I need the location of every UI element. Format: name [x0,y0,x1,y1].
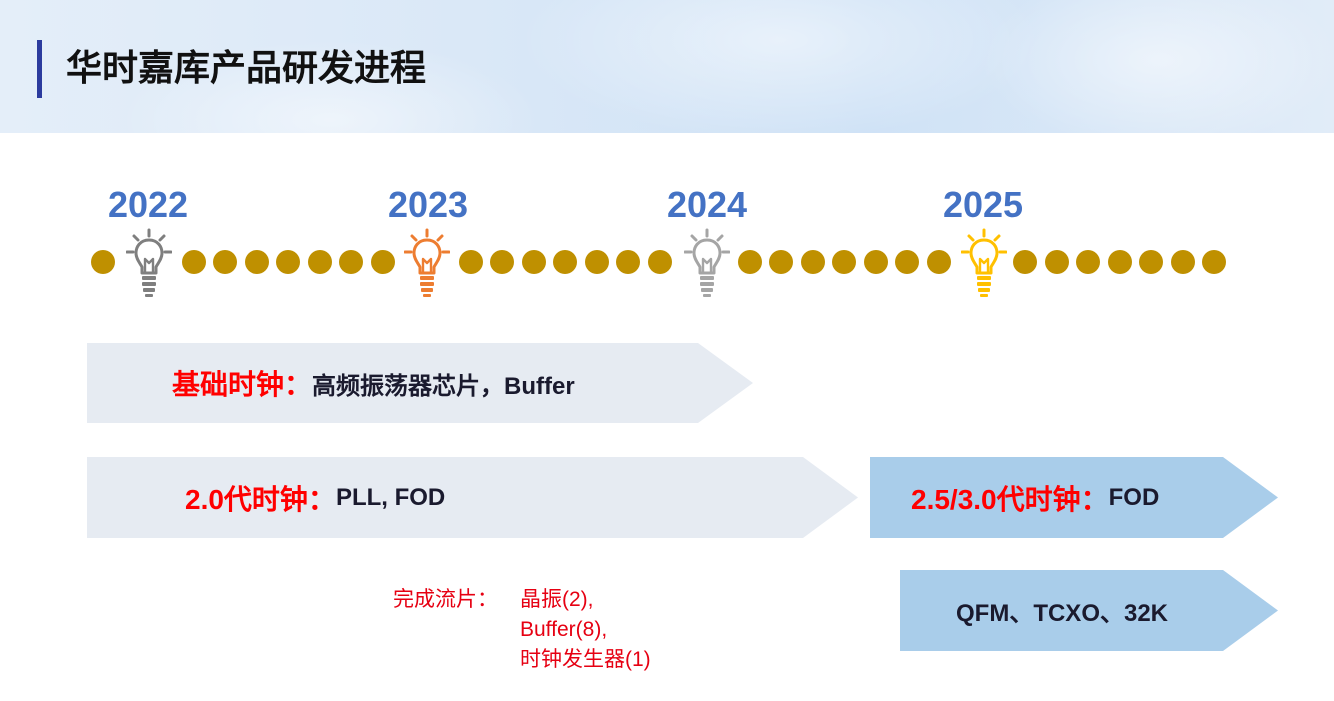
timeline-dot [339,250,363,274]
timeline-dot [371,250,395,274]
timeline-dot [213,250,237,274]
header-banner [0,0,1334,133]
year-2025: 2025 [942,184,1024,225]
timeline-dot [864,250,888,274]
year-2024: 2024 [666,184,748,225]
timeline-dot [832,250,856,274]
timeline-dot [1013,250,1037,274]
timeline-dot [308,250,332,274]
arrow-gen25-clock: 2.5/3.0代时钟： FOD [870,457,1278,538]
arrow-basic-clock: 基础时钟： 高频振荡器芯片，Buffer [87,343,753,423]
timeline-dot [616,250,640,274]
timeline-dot [1139,250,1163,274]
timeline-dot [1108,250,1132,274]
timeline-dot [91,250,115,274]
timeline-dot [276,250,300,274]
timeline-dot [459,250,483,274]
timeline-dot [927,250,951,274]
timeline-dot [769,250,793,274]
timeline-dot [1202,250,1226,274]
lightbulb-icon [684,228,730,297]
timeline-dot [490,250,514,274]
timeline-dot [522,250,546,274]
timeline-dot [585,250,609,274]
lightbulb-icon [404,228,450,297]
timeline-dot [801,250,825,274]
timeline-dot [245,250,269,274]
timeline-dot [1076,250,1100,274]
year-2023: 2023 [387,184,469,225]
title-accent-bar [37,40,42,98]
timeline-dot [182,250,206,274]
timeline-dot [648,250,672,274]
tapeout-note-label: 完成流片： [393,588,498,611]
page-title: 华时嘉库产品研发进程 [66,47,427,88]
arrow-text: FOD [1108,483,1160,511]
timeline-dot [1171,250,1195,274]
timeline-dot [1045,250,1069,274]
lightbulb-icon [126,228,172,297]
arrow-text: 高频振荡器芯片，Buffer [312,372,575,400]
timeline-dot [895,250,919,274]
arrow-text: QFM、TCXO、32K [956,600,1169,627]
timeline-dot [738,250,762,274]
lightbulb-icon [961,228,1007,297]
arrow-text: PLL, FOD [335,483,446,511]
arrow-qfm-tcxo: QFM、TCXO、32K [900,570,1278,651]
arrow-gen2-clock: 2.0代时钟： PLL, FOD [87,457,858,538]
tapeout-note-line: 时钟发生器(1) [520,648,651,671]
arrow-label: 2.5/3.0代时钟： [911,483,1109,515]
arrow-label: 基础时钟： [172,369,313,400]
year-2022: 2022 [107,184,189,225]
tapeout-note-line: Buffer(8), [520,618,608,641]
arrow-label: 2.0代时钟： [185,483,336,515]
tapeout-note-line: 晶振(2), [520,588,594,611]
timeline-dot [553,250,577,274]
